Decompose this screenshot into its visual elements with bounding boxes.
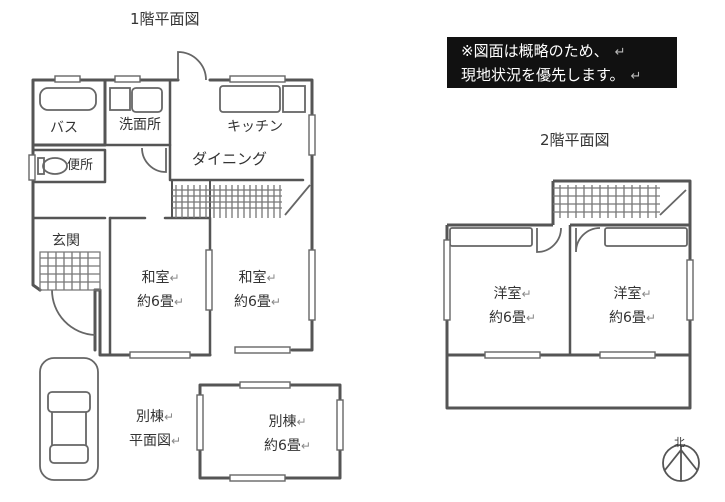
window	[28, 154, 36, 181]
room-entrance: 玄関	[52, 233, 80, 249]
room-washroom: 洗面所	[119, 117, 161, 133]
room-annex-name: 別棟	[268, 414, 297, 430]
room-washitsu-a: 和室↵ 約6畳↵	[137, 270, 184, 310]
window	[308, 249, 316, 321]
room-western-b-name: 洋室	[613, 286, 642, 302]
entrance-step	[39, 251, 101, 291]
toilet-bowl	[42, 157, 68, 175]
room-western-a-name: 洋室	[493, 286, 522, 302]
notice-box: ※図面は概略のため、↵ 現地状況を優先します。↵	[447, 37, 677, 88]
car-rear-window	[49, 444, 89, 464]
toilet-tank	[37, 157, 45, 175]
notice-line2: 現地状況を優先します。	[461, 66, 625, 84]
entrance-door-swing	[51, 289, 96, 336]
car-roof	[51, 412, 87, 445]
window	[443, 239, 451, 321]
annex-title-line2: 平面図	[128, 433, 171, 449]
room-western-a: 洋室↵ 約6畳↵	[489, 286, 536, 326]
floor2-title: 2階平面図	[540, 131, 610, 149]
floor2-outer-wall	[445, 181, 692, 410]
room-toilet: 便所	[67, 158, 94, 173]
floor1-stairs	[172, 185, 282, 218]
bathtub	[39, 87, 97, 111]
window	[229, 75, 286, 83]
window	[234, 346, 291, 354]
room-western-b: 洋室↵ 約6畳↵	[609, 286, 656, 326]
annex-title-line1: 別棟	[135, 409, 164, 425]
window	[129, 351, 191, 359]
wash-basin	[131, 87, 163, 113]
kitchen-counter	[282, 85, 306, 113]
closet	[449, 227, 533, 247]
room-bath: バス	[50, 120, 78, 136]
window	[205, 249, 213, 311]
floor2-stairs	[553, 185, 660, 218]
window	[484, 351, 541, 359]
room-washitsu-b-size: 約6畳	[234, 294, 271, 310]
room-annex: 別棟↵ 約6畳↵	[264, 414, 311, 454]
washer	[109, 87, 131, 111]
room-western-b-size: 約6畳	[609, 310, 646, 326]
room-western-a-size: 約6畳	[489, 310, 526, 326]
floor2-door-swing-a	[536, 227, 562, 253]
stair-arrow	[284, 184, 311, 216]
car-body	[39, 357, 99, 481]
window	[599, 351, 656, 359]
floor2-door-swing-b	[575, 227, 601, 253]
stair-wall	[171, 179, 211, 219]
room-annex-size: 約6畳	[264, 438, 301, 454]
room-washitsu-a-name: 和室	[141, 270, 170, 286]
window	[239, 381, 291, 389]
floor1-title: 1階平面図	[130, 10, 200, 28]
floor2-stair-arrow	[659, 189, 687, 216]
room-washitsu-a-size: 約6畳	[137, 294, 174, 310]
floor2-upper-wall	[553, 179, 692, 218]
room-washitsu-b-name: 和室	[238, 270, 267, 286]
window	[686, 259, 694, 321]
room-dining: ダイニング	[192, 150, 268, 168]
kitchen-divider	[168, 143, 305, 182]
bath-wall	[31, 78, 107, 147]
compass-label: 北	[674, 436, 685, 449]
car-windshield	[47, 391, 91, 413]
toilet-wall	[31, 148, 107, 184]
annex-title: 別棟↵ 平面図↵	[128, 409, 182, 449]
window	[54, 75, 81, 83]
room-washitsu-b: 和室↵ 約6畳↵	[234, 270, 281, 310]
window	[336, 399, 344, 451]
window	[114, 75, 141, 83]
compass-arrow	[664, 445, 698, 481]
window	[308, 114, 316, 156]
kitchen-door-swing	[141, 147, 167, 173]
notice-line1: ※図面は概略のため、	[461, 42, 609, 60]
kitchen-sink	[219, 85, 281, 113]
window	[229, 474, 286, 482]
closet	[604, 227, 688, 247]
room-kitchen: キッチン	[227, 119, 283, 135]
front-door-swing	[177, 51, 207, 81]
window	[196, 394, 204, 451]
